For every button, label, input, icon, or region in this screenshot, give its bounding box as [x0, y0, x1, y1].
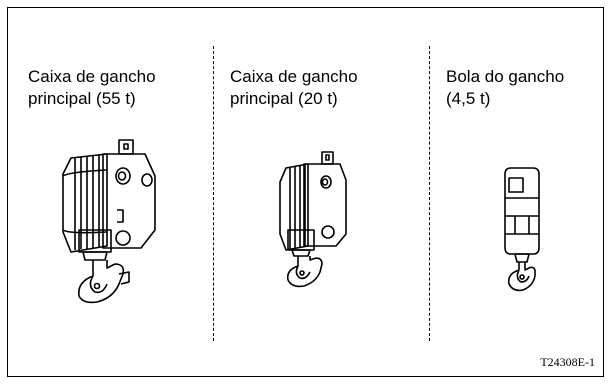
figure-code: T24308E-1	[540, 355, 595, 369]
item-label-hook-ball-4-5t: Bola do gancho (4,5 t)	[446, 67, 565, 108]
hook-ball-4-5t-icon	[493, 166, 553, 296]
main-hook-block-20t-icon	[270, 150, 360, 290]
main-hook-block-55t-icon	[53, 136, 173, 306]
dashed-divider-2	[429, 46, 430, 341]
item-label-main-hook-20t: Caixa de gancho principal (20 t)	[230, 67, 358, 108]
item-label-main-hook-55t: Caixa de gancho principal (55 t)	[28, 67, 156, 108]
diagram-frame: Caixa de gancho principal (55 t) Caixa d…	[7, 7, 604, 377]
dashed-divider-1	[213, 46, 214, 341]
